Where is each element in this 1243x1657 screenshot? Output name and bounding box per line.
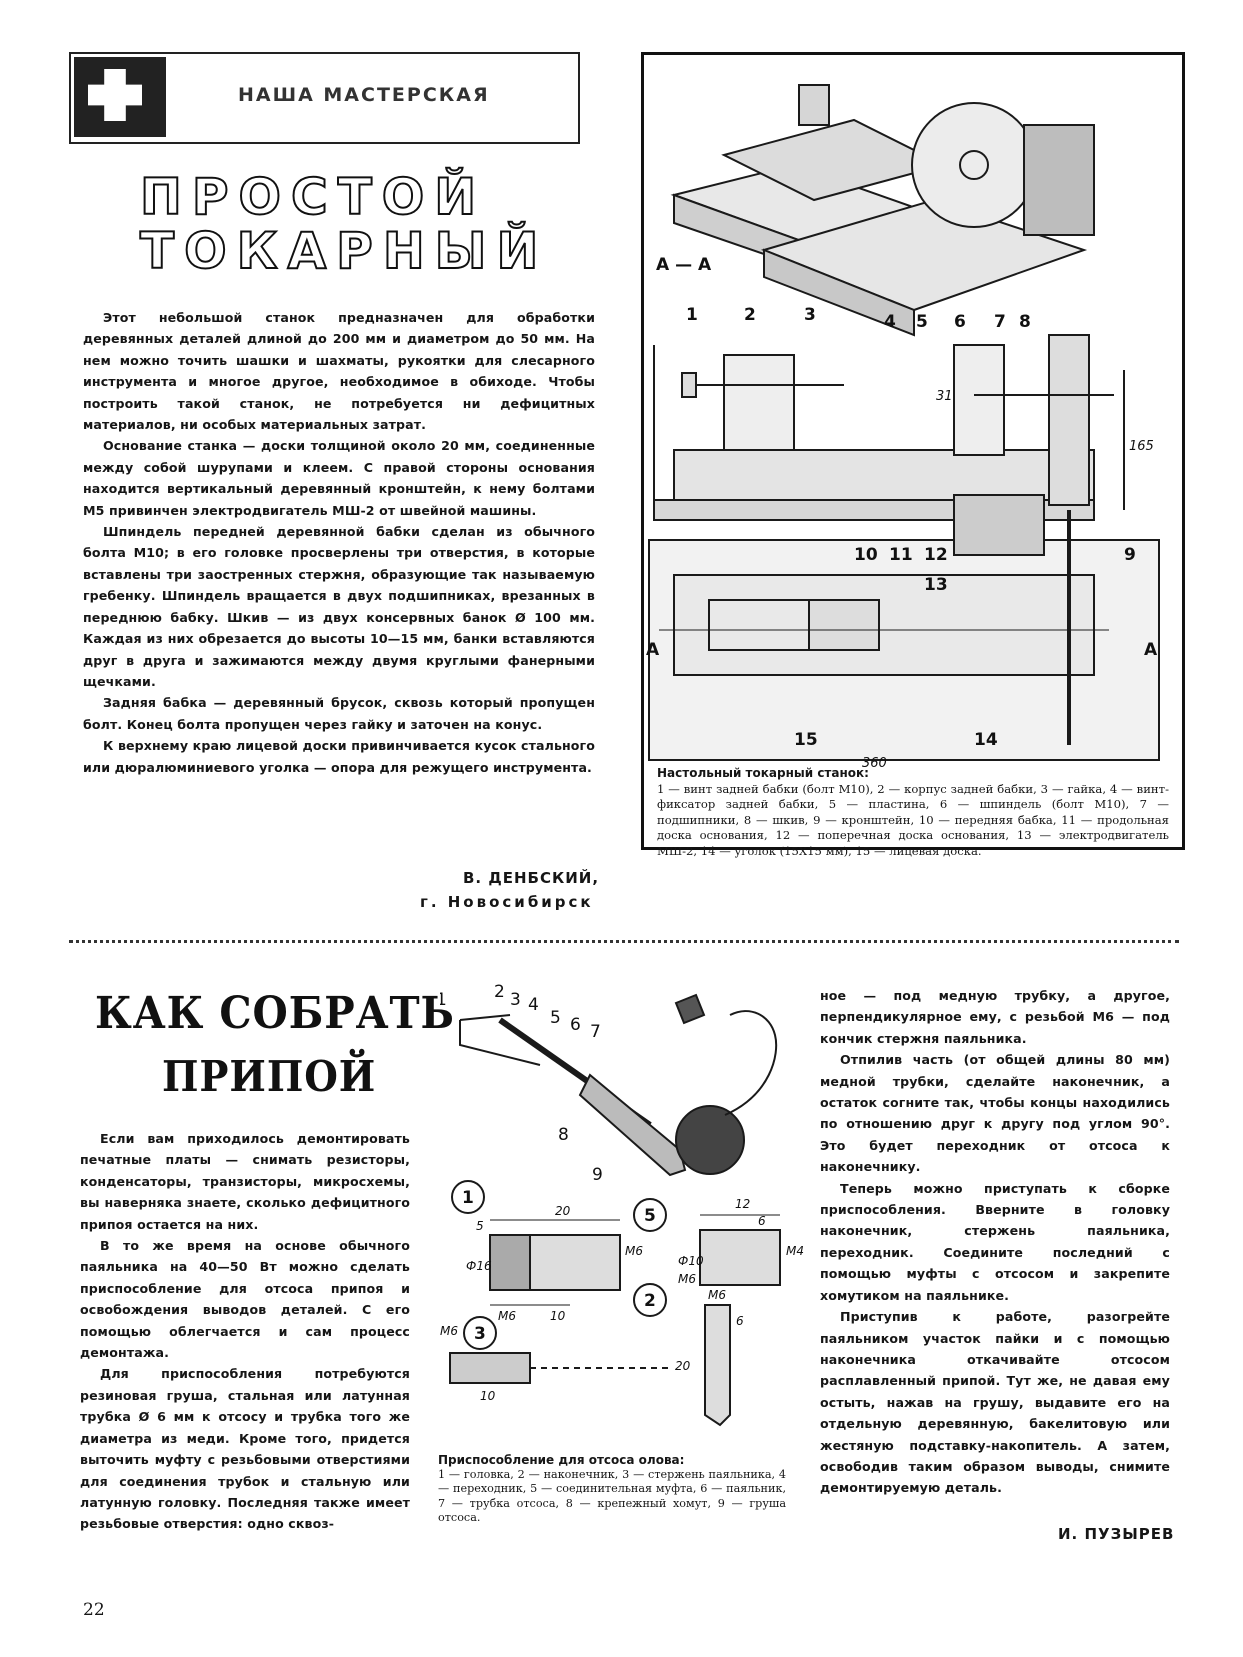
article1-author: В. ДЕНБСКИЙ, — [463, 869, 600, 887]
figure1-caption: Настольный токарный станок: 1 — винт зад… — [657, 766, 1169, 860]
article1-paragraph: Этот небольшой станок предназначен для о… — [83, 310, 595, 433]
article2-paragraph: Если вам приходилось демонтировать печат… — [80, 1131, 410, 1232]
fig1-label: 11 — [889, 545, 913, 565]
article2-column3: ное — под медную трубку, а другое, перпе… — [820, 985, 1170, 1499]
fig2-dim: 10 — [480, 1389, 496, 1403]
fig2-label: 7 — [590, 1022, 601, 1042]
article2-title-line1: КАК СОБРАТЬ — [95, 988, 455, 1039]
article2-paragraph: Отпилив часть (от общей длины 80 мм) мед… — [820, 1052, 1170, 1175]
article1-paragraph: Задняя бабка — деревянный брусок, сквозь… — [83, 695, 595, 732]
fig2-label: 3 — [510, 990, 521, 1010]
fig1-label: 15 — [794, 730, 818, 750]
fig2-dim: 20 — [675, 1359, 691, 1373]
fig1-dim-31: 31 — [936, 389, 953, 404]
fig2-label: 5 — [550, 1008, 561, 1028]
fig2-detail-num: 5 — [644, 1206, 656, 1226]
fig1-label: 10 — [854, 545, 878, 565]
article2-column1: Если вам приходилось демонтировать печат… — [80, 1128, 410, 1535]
article2-paragraph: Приступив к работе, разогрейте паяльнико… — [820, 1309, 1170, 1496]
fig2-label: 1 — [440, 990, 447, 1010]
fig2-dim: М6 — [440, 1324, 458, 1338]
article1-city: г. Новосибирск — [420, 893, 594, 911]
fig2-dim: М6 — [498, 1309, 516, 1323]
fig2-dim: 10 — [550, 1309, 566, 1323]
fig2-label: 6 — [570, 1015, 581, 1035]
fig2-label: 9 — [592, 1165, 603, 1185]
figure1-frame — [641, 52, 1185, 850]
section-header-frame — [69, 52, 580, 144]
fig1-label: 3 — [804, 305, 816, 325]
fig1-section-label: А — А — [656, 255, 712, 275]
article2-paragraph: ное — под медную трубку, а другое, перпе… — [820, 988, 1170, 1046]
article2-author: И. ПУЗЫРЕВ — [1058, 1525, 1175, 1543]
fig1-label: 13 — [924, 575, 948, 595]
fig1-section-mark: А — [1144, 640, 1158, 660]
fig2-detail-num: 3 — [474, 1324, 486, 1344]
fig1-label: 14 — [974, 730, 998, 750]
fig2-dim: М4 — [786, 1244, 804, 1258]
fig2-dim: М6 — [708, 1288, 726, 1302]
article2-paragraph: Для приспособления потребуются резиновая… — [80, 1366, 410, 1532]
figure2-drawing: 1 2 3 4 5 6 7 8 9 1 5 2 3 20 5 М6 Ф16 М6… — [440, 982, 804, 1427]
fig2-dim: 12 — [735, 1197, 750, 1211]
fig1-label: 5 — [916, 312, 928, 332]
fig1-section-mark: А — [646, 640, 660, 660]
article-divider — [69, 940, 1179, 943]
fig1-label: 7 — [994, 312, 1006, 332]
fig1-label: 4 — [884, 312, 896, 332]
article1-title-line2: ТОКАРНЫЙ — [139, 221, 549, 281]
fig2-dim: Ф16 — [466, 1259, 492, 1273]
fig1-label: 12 — [924, 545, 948, 565]
section-logo-icon — [74, 57, 166, 137]
article2-paragraph: В то же время на основе обычного паяльни… — [80, 1238, 410, 1361]
page-number: 22 — [83, 1600, 105, 1620]
fig1-label: 2 — [744, 305, 756, 325]
fig2-dim: 5 — [476, 1219, 484, 1233]
fig1-dim-140: 140 — [644, 415, 648, 440]
fig2-dim: М6 — [678, 1272, 696, 1286]
fig2-label: 2 — [494, 982, 505, 1002]
fig2-dim: 20 — [555, 1204, 571, 1218]
fig2-detail-num: 2 — [644, 1291, 656, 1311]
fig2-dim: М6 — [625, 1244, 643, 1258]
fig2-label: 8 — [558, 1125, 569, 1145]
figure2-caption-text: 1 — головка, 2 — наконечник, 3 — стержен… — [438, 1468, 786, 1524]
figure1-caption-title: Настольный токарный станок: — [657, 766, 869, 780]
article1-title-line1: ПРОСТОЙ — [139, 167, 487, 227]
fig2-dim: 6 — [736, 1314, 744, 1328]
article1-paragraph: Основание станка — доски толщиной около … — [83, 438, 595, 518]
figure2-caption-title: Приспособление для отсоса олова: — [438, 1453, 685, 1467]
figure2-caption: Приспособление для отсоса олова: 1 — гол… — [438, 1453, 786, 1525]
figure1-caption-text: 1 — винт задней бабки (болт М10), 2 — ко… — [657, 781, 1169, 858]
article2-paragraph: Теперь можно приступать к сборке приспос… — [820, 1180, 1170, 1303]
fig2-label: 4 — [528, 995, 539, 1015]
fig2-dim: 6 — [758, 1214, 766, 1228]
fig1-dim-360: 360 — [862, 756, 887, 771]
fig1-label: 8 — [1019, 312, 1031, 332]
article2-title-line2: ПРИПОЙ — [162, 1052, 377, 1101]
article1-body: Этот небольшой станок предназначен для о… — [83, 307, 595, 778]
article1-paragraph: К верхнему краю лицевой доски привинчива… — [83, 738, 595, 775]
fig2-dim: Ф10 — [678, 1254, 704, 1268]
section-label: НАША МАСТЕРСКАЯ — [238, 84, 490, 106]
fig1-label: 9 — [1124, 545, 1136, 565]
figure1-drawing: А — А 1 2 3 4 5 6 7 8 10 11 12 13 9 15 1… — [644, 84, 1160, 771]
fig1-label: 6 — [954, 312, 966, 332]
fig1-dim-165: 165 — [1129, 439, 1154, 454]
fig2-detail-num: 1 — [462, 1188, 474, 1208]
fig1-label: 1 — [686, 305, 698, 325]
article1-paragraph: Шпиндель передней деревянной бабки сдела… — [83, 524, 595, 689]
